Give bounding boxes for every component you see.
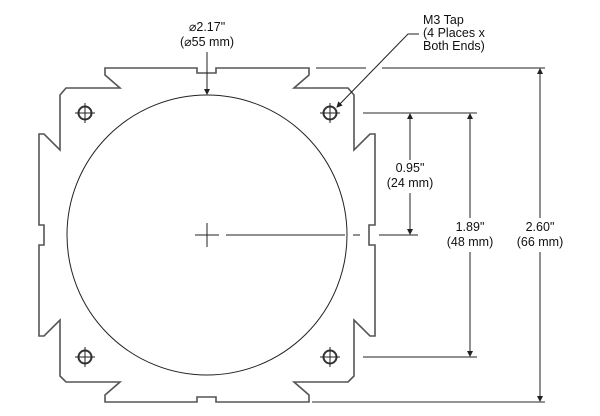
extension-lines	[312, 67, 545, 403]
tap-note-leader	[336, 33, 419, 108]
dim-2-60-mm: (66 mm)	[517, 235, 564, 249]
part-outline	[38, 67, 376, 403]
center-mark	[195, 223, 418, 247]
m3-tap-hole-top-left	[75, 103, 95, 123]
diameter-mm-label: (⌀55 mm)	[180, 35, 234, 49]
dim-2-60-inch: 2.60"	[526, 220, 555, 234]
dim-0-95-inch: 0.95"	[396, 161, 425, 175]
m3-tap-hole-top-right	[320, 103, 340, 123]
dim-1-89-mm: (48 mm)	[447, 235, 494, 249]
dim-1-89-inch: 1.89"	[456, 220, 485, 234]
tap-note-line3: Both Ends)	[423, 39, 485, 53]
m3-tap-hole-bottom-left	[75, 347, 95, 367]
tap-note-line2: (4 Places x	[423, 26, 486, 40]
bore-circle	[66, 94, 348, 376]
diameter-inch-label: ⌀2.17"	[189, 20, 225, 34]
m3-tap-hole-bottom-right	[320, 347, 340, 367]
tap-note-line1: M3 Tap	[423, 13, 464, 27]
dim-0-95-mm: (24 mm)	[387, 176, 434, 190]
